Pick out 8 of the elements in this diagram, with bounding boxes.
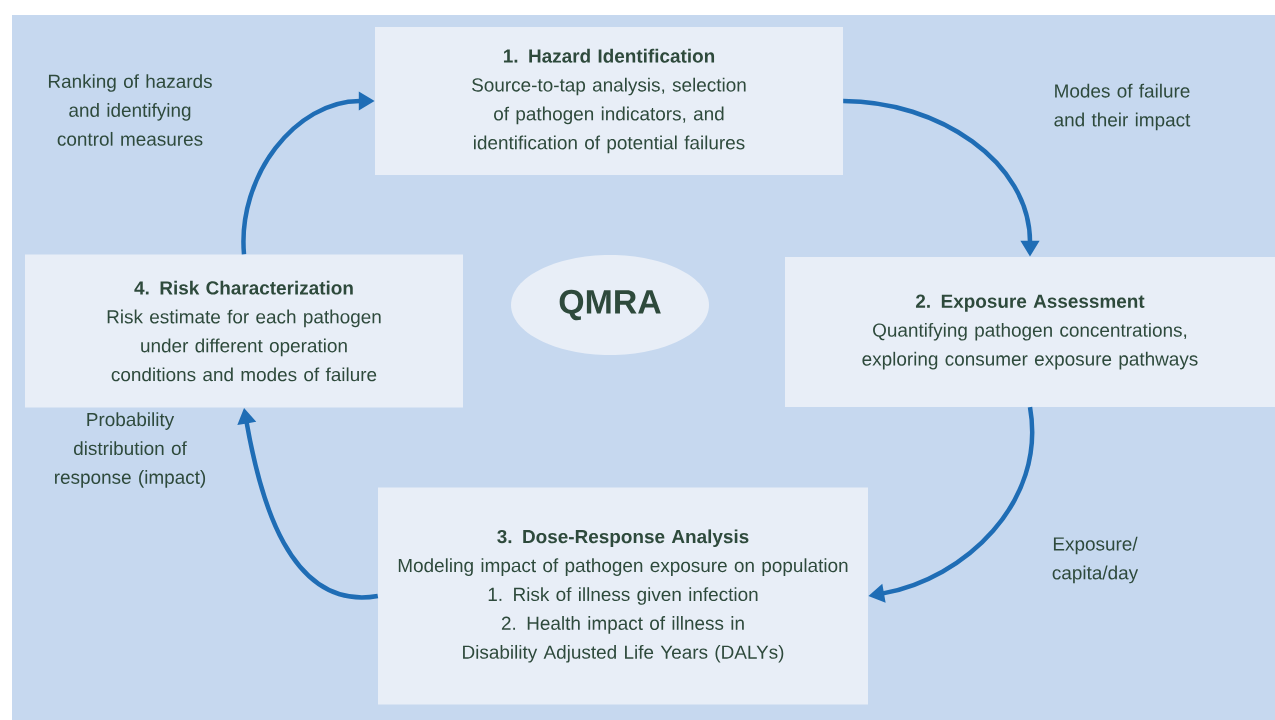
stage-box: 4. Risk Characterization Risk estimate for each pathogen under different operation conditions and modes of failure [25, 254, 463, 408]
stage-box: 2. Exposure Assessment Quantifying pathogen concentrations, exploring consumer exposure pathways [785, 257, 1275, 407]
edge-label: Exposure/ capita/day [1052, 536, 1139, 584]
edge-label: Probability distribution of response (impact) [55, 412, 206, 488]
stage-box: 1. Hazard Identification Source-to-tap analysis, selection of pathogen indicators, and identification of potential failures [375, 27, 843, 175]
stage-box: 3. Dose-Response Analysis Modeling impact of pathogen exposure on population 1. Risk of illness given infection 2. Health impact of illness in Disability Adjusted Life Years (DALYs) [378, 487, 868, 705]
edge-label: Ranking of hazards and identifying control measures [48, 74, 212, 146]
edge-label: Modes of failure and their impact [1054, 83, 1191, 131]
